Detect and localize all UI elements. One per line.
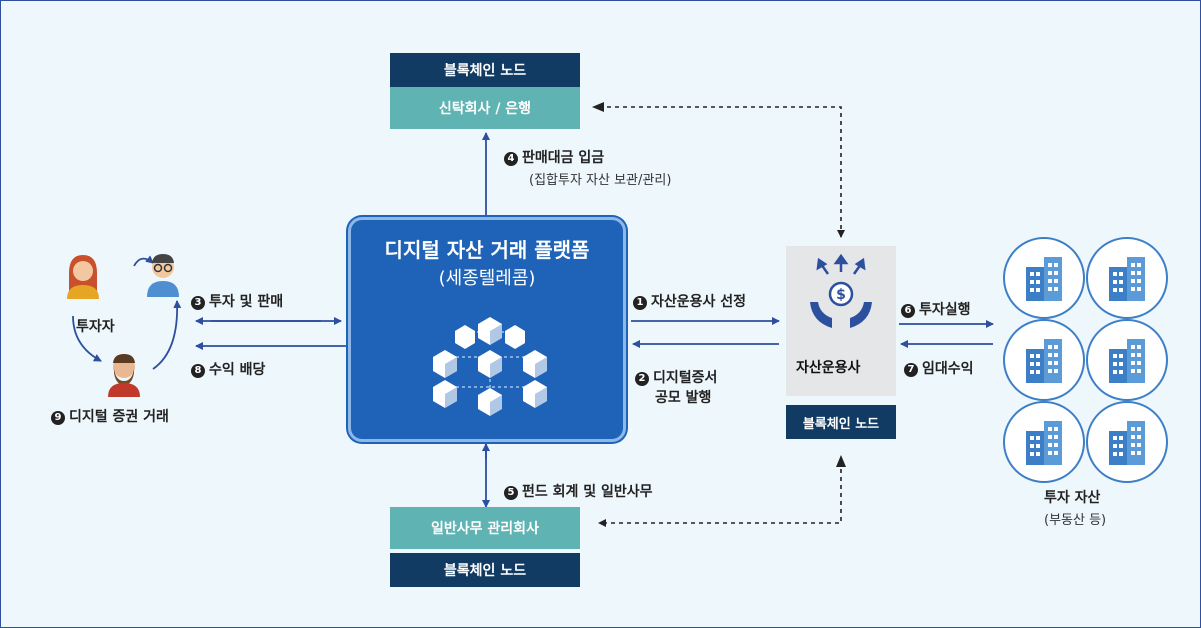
network-cubes-icon: [433, 317, 547, 416]
trust-bank-label: 신탁회사 / 은행: [438, 101, 532, 117]
step-6-badge: 6: [901, 304, 915, 318]
step-5-text: 펀드 회계 및 일반사무: [522, 484, 653, 500]
building-icon: [1109, 339, 1145, 383]
platform-title: 디지털 자산 거래 플랫폼: [384, 238, 590, 262]
person-beard-icon: [108, 354, 140, 397]
arrow-investor-cycle-right: [152, 300, 182, 370]
step-6-label: 6 투자실행: [901, 301, 971, 319]
investor-label: 투자자: [76, 319, 115, 335]
person-glasses-icon: [147, 254, 179, 297]
step-4-text: 판매대금 입금: [522, 150, 605, 166]
assets-label: 투자 자산: [1044, 490, 1101, 506]
step-2-text: 디지털증서: [653, 370, 718, 386]
step-3-text: 투자 및 판매: [209, 294, 284, 310]
step-4-label: 4 판매대금 입금: [504, 149, 604, 167]
dashed-trust-link: [599, 106, 845, 238]
svg-text:$: $: [836, 287, 846, 303]
admin-company-box: 일반사무 관리회사: [390, 507, 580, 549]
asset-circle-2: [1086, 237, 1168, 319]
asset-manager-card: $ 자산운용사: [786, 246, 896, 396]
trust-bank-box: 신탁회사 / 은행: [390, 87, 580, 129]
building-icon: [1109, 421, 1145, 465]
building-icon: [1026, 339, 1062, 383]
step-1-label: 1 자산운용사 선정: [633, 293, 746, 311]
platform-subtitle: (세종텔레콤): [438, 268, 536, 289]
step-5-badge: 5: [504, 486, 518, 500]
building-icon: [1109, 257, 1145, 301]
building-icon: [1026, 421, 1062, 465]
arrow-investor-cycle-left: [72, 315, 102, 362]
top-node-label: 블록체인 노드: [443, 63, 527, 79]
step-1-badge: 1: [633, 296, 647, 310]
step-4-badge: 4: [504, 152, 518, 166]
step-3-badge: 3: [191, 296, 205, 310]
step-2-text2: 공모 발행: [655, 390, 712, 406]
step-7-label: 7 임대수익: [904, 360, 974, 378]
hand-coin-icon: $: [810, 254, 872, 328]
step-2-label: 2 디지털증서: [635, 369, 717, 387]
bottom-blockchain-node: 블록체인 노드: [390, 553, 580, 587]
assets-sublabel: (부동산 등): [1044, 513, 1107, 528]
person-woman-icon: [67, 255, 99, 299]
step-5-label: 5 펀드 회계 및 일반사무: [504, 483, 653, 501]
step-8-text: 수익 배당: [209, 362, 266, 378]
step-1-text: 자산운용사 선정: [651, 294, 747, 310]
asset-circle-6: [1086, 401, 1168, 483]
asset-manager-label: 자산운용사: [796, 360, 861, 376]
admin-company-label: 일반사무 관리회사: [431, 521, 539, 537]
top-blockchain-node: 블록체인 노드: [390, 53, 580, 87]
step-7-badge: 7: [904, 363, 918, 377]
platform-box: 디지털 자산 거래 플랫폼 (세종텔레콤): [348, 217, 626, 442]
step-2-badge: 2: [635, 372, 649, 386]
building-icon: [1026, 257, 1062, 301]
asset-manager-node-label: 블록체인 노드: [802, 416, 880, 432]
bottom-node-label: 블록체인 노드: [443, 563, 527, 579]
asset-circle-5: [1003, 401, 1085, 483]
asset-circle-1: [1003, 237, 1085, 319]
step-8-label: 8 수익 배당: [191, 361, 265, 379]
step-9-badge: 9: [51, 411, 65, 425]
step-8-badge: 8: [191, 364, 205, 378]
arrow-investor-cycle-top: [133, 255, 154, 267]
asset-circle-3: [1003, 319, 1085, 401]
asset-manager-node: 블록체인 노드: [786, 405, 896, 439]
step-3-label: 3 투자 및 판매: [191, 293, 283, 311]
step-4-sub: (집합투자 자산 보관/관리): [529, 173, 672, 188]
step-7-text: 임대수익: [922, 361, 974, 377]
step-9-text: 디지털 증권 거래: [69, 409, 169, 425]
step-6-text: 투자실행: [919, 302, 971, 318]
step-9-label: 9 디지털 증권 거래: [51, 408, 169, 426]
asset-circle-4: [1086, 319, 1168, 401]
